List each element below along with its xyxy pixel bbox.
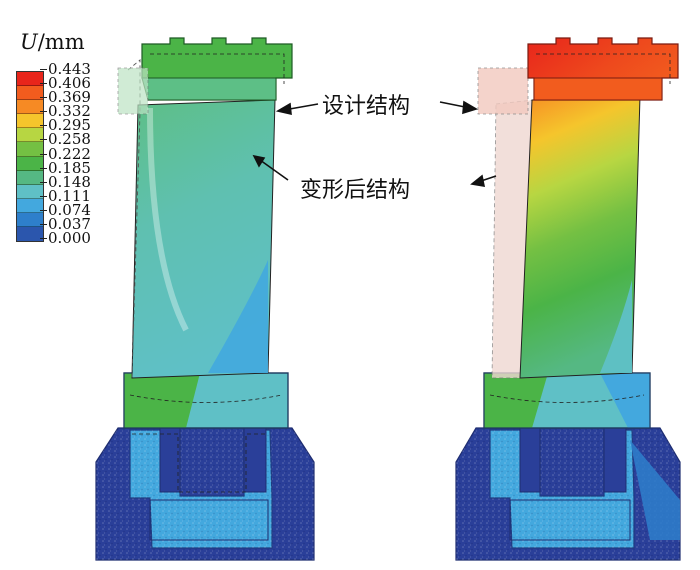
legend-swatch xyxy=(17,156,43,171)
legend-level: 0.443 xyxy=(40,60,91,78)
left-blade xyxy=(95,37,315,561)
legend-swatch xyxy=(17,128,43,143)
legend-level: 0.295 xyxy=(40,116,91,135)
legend-level: 0.037 xyxy=(40,215,91,234)
color-legend xyxy=(16,71,44,243)
legend-level: 0.369 xyxy=(40,88,91,107)
legend-level: 0.111 xyxy=(40,186,91,205)
legend-level: 0.406 xyxy=(40,74,91,93)
legend-level: 0.148 xyxy=(40,172,91,191)
legend-swatch xyxy=(17,198,43,213)
legend-swatch xyxy=(17,184,43,199)
legend-level: 0.332 xyxy=(40,102,91,121)
right-blade xyxy=(455,37,681,561)
legend-swatch xyxy=(17,170,43,185)
legend-swatch xyxy=(17,212,43,228)
legend-level: 0.000 xyxy=(40,229,91,248)
legend-unit: /mm xyxy=(37,30,85,54)
legend-level: 0.258 xyxy=(40,130,91,149)
legend-swatch xyxy=(17,227,43,242)
deformed-structure-label: 变形后结构 xyxy=(300,178,411,203)
legend-symbol: U xyxy=(20,30,38,54)
legend-swatch xyxy=(17,100,43,115)
design-structure-label: 设计结构 xyxy=(322,94,411,119)
legend-swatch xyxy=(17,142,43,157)
legend-level: 0.074 xyxy=(40,200,91,219)
legend-title: U/mm xyxy=(20,30,85,54)
legend-swatch xyxy=(17,114,43,129)
legend-swatch xyxy=(17,72,43,87)
callout-arrows xyxy=(252,100,497,187)
legend-swatch xyxy=(17,86,43,101)
legend-level: 0.222 xyxy=(40,144,91,163)
legend-level: 0.185 xyxy=(40,158,91,177)
